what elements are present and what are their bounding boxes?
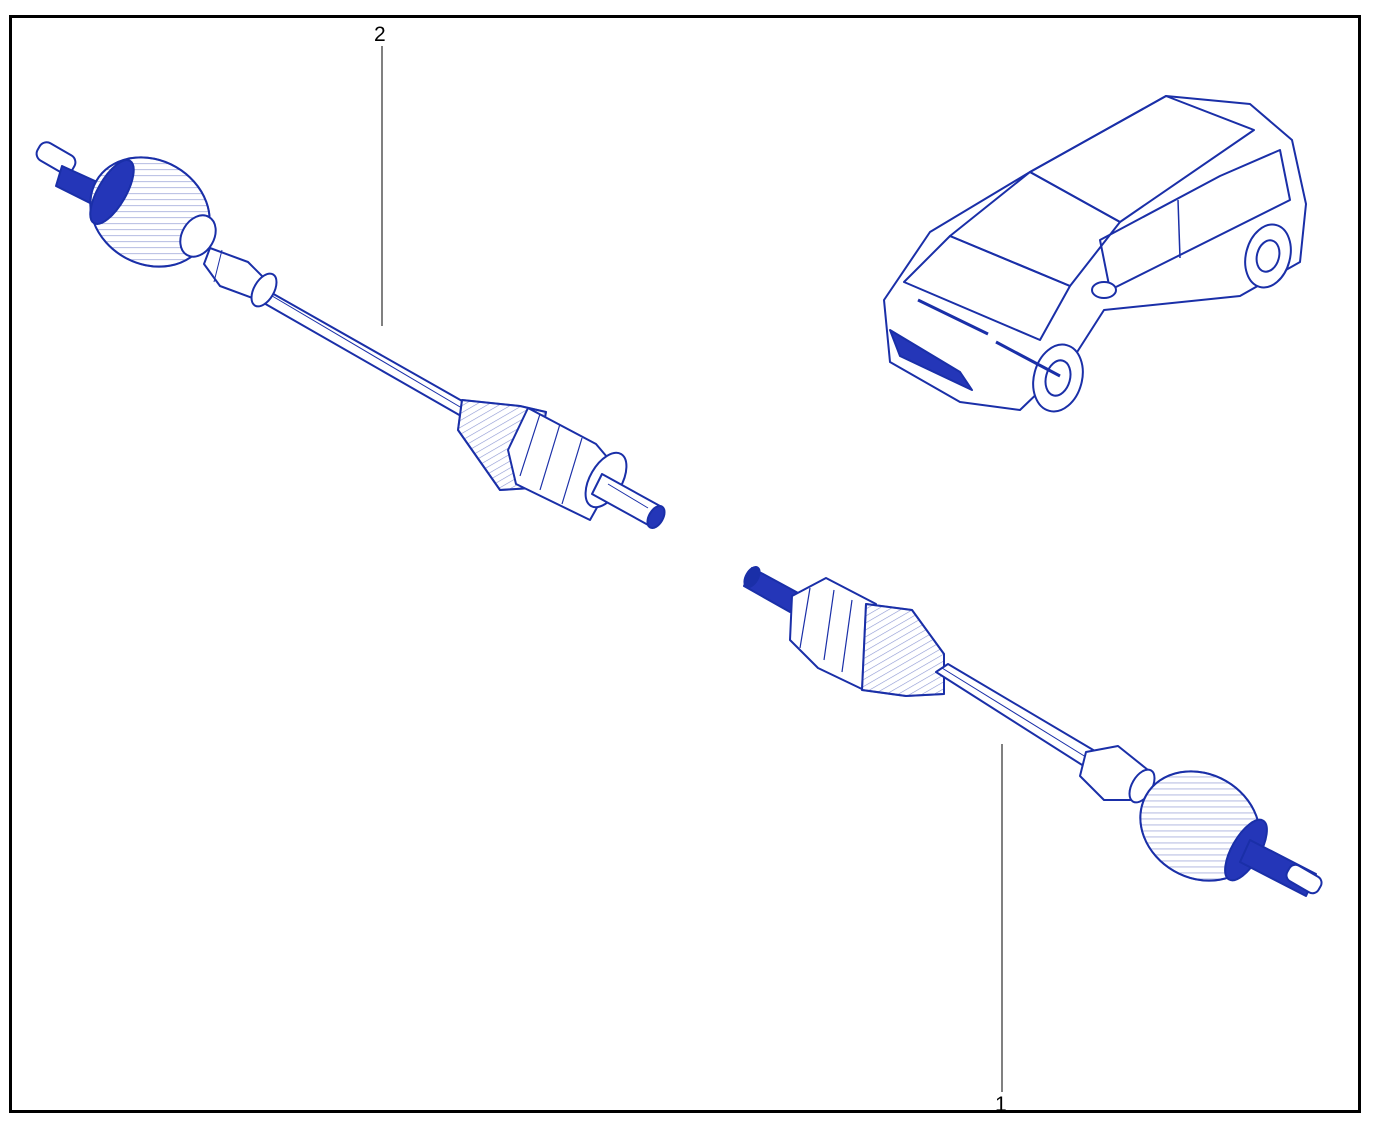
- car-roof: [1029, 95, 1255, 223]
- shaft-2-stub-inner: [591, 473, 666, 529]
- car-hood: [903, 235, 1071, 341]
- shaft-1-stub-inner: [743, 566, 801, 613]
- diagram-frame: [9, 15, 1361, 1113]
- drive-shaft-2: [35, 141, 666, 529]
- callout-label-2: 2: [374, 23, 386, 46]
- shaft-1-inner-boot: [861, 603, 945, 697]
- car-shaft-highlight: [917, 298, 1061, 378]
- car-mirror: [1091, 281, 1117, 299]
- shaft-1-stub-outer: [1239, 839, 1323, 897]
- shaft-2-bar: [254, 279, 479, 421]
- car-location-icon: [883, 95, 1307, 413]
- shaft-2-collar: [203, 247, 278, 308]
- callout-label-1: 1: [995, 1093, 1007, 1116]
- shaft-2-outer-boot: [89, 156, 217, 268]
- car-grille: [889, 329, 973, 391]
- drive-shaft-1: [743, 566, 1323, 897]
- shaft-1-bar: [935, 663, 1101, 771]
